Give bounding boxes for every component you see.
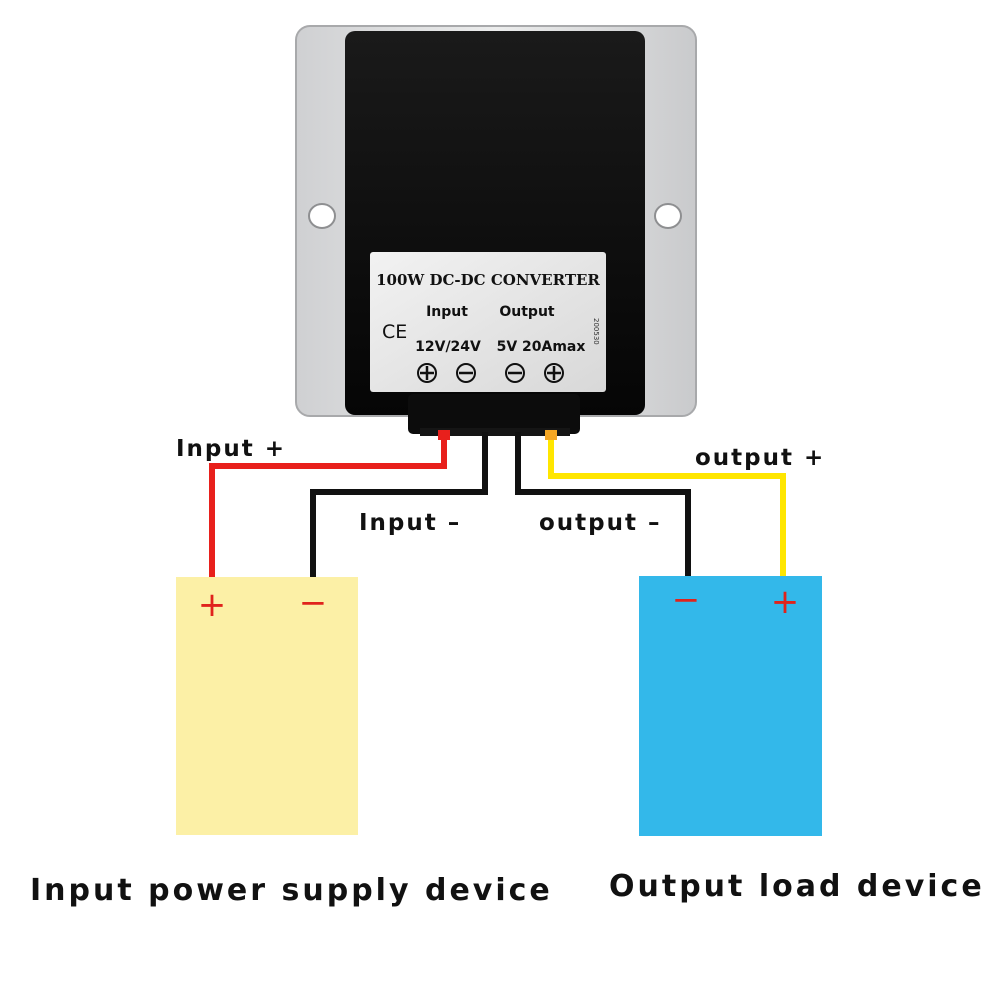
plate-output-heading: Output	[499, 304, 555, 320]
wire-output-plus	[545, 430, 786, 580]
wire-label-output-plus: output +	[695, 445, 825, 471]
label-plate: 100W DC-DC CONVERTER Input Output CE 12V…	[370, 252, 606, 392]
ce-mark: CE	[382, 321, 407, 343]
minus-circle-icon	[505, 363, 525, 383]
wire-label-input-minus: Input –	[359, 510, 461, 536]
plate-output-spec: 5V 20Amax	[497, 339, 586, 355]
load-minus-terminal: −	[672, 580, 701, 620]
caption-input-supply: Input power supply device	[30, 873, 553, 908]
load-plus-terminal: +	[771, 582, 800, 622]
cable-gland	[408, 394, 580, 436]
plate-title: 100W DC-DC CONVERTER	[376, 271, 600, 289]
wire-input-plus	[209, 430, 450, 580]
mounting-hole-right	[654, 203, 682, 229]
plate-input-spec: 12V/24V	[415, 339, 481, 355]
caption-output-load: Output load device	[609, 869, 985, 904]
input-power-supply-device: + −	[176, 577, 358, 835]
plate-input-heading: Input	[426, 304, 468, 320]
batch-code: 200530	[592, 318, 600, 345]
mounting-hole-left	[308, 203, 336, 229]
plus-circle-icon	[417, 363, 437, 383]
minus-circle-icon	[456, 363, 476, 383]
wire-label-input-plus: Input +	[176, 436, 286, 462]
plus-circle-icon	[544, 363, 564, 383]
supply-minus-terminal: −	[299, 583, 328, 623]
dc-dc-converter: 100W DC-DC CONVERTER Input Output CE 12V…	[295, 25, 697, 436]
wire-label-output-minus: output –	[539, 510, 662, 536]
wire-output-minus	[515, 432, 691, 580]
wire-input-minus	[310, 432, 488, 580]
output-load-device: − +	[639, 576, 822, 836]
supply-plus-terminal: +	[198, 585, 227, 625]
